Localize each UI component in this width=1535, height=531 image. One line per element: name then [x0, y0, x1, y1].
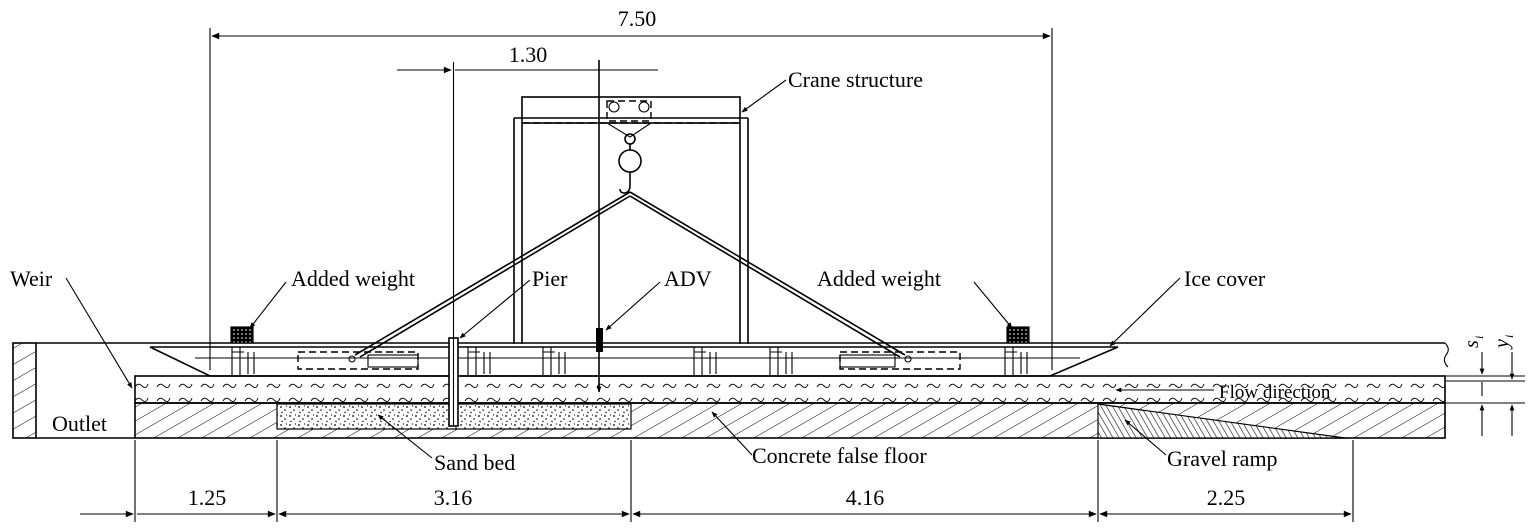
- ice-cover: [149, 346, 1119, 377]
- label-concrete-false-floor: Concrete false floor: [752, 443, 927, 468]
- flume-body: [12, 342, 1525, 439]
- dim-bottom: 1.25 3.16 4.16 2.25: [80, 440, 1354, 522]
- dim-top-span-label: 7.50: [618, 6, 657, 31]
- label-crane-structure: Crane structure: [788, 67, 923, 92]
- adv-probe: [596, 60, 603, 393]
- y-subscript: i: [1502, 335, 1516, 338]
- label-adv: ADV: [664, 266, 712, 291]
- s-subscript: i: [1472, 336, 1486, 339]
- dim-pier-offset: 1.30: [397, 42, 658, 338]
- label-sand-bed: Sand bed: [434, 450, 515, 475]
- label-flow-direction: Flow direction: [1219, 382, 1331, 403]
- dim-right-depths: s i y i: [1461, 335, 1516, 436]
- label-ice-cover: Ice cover: [1184, 266, 1266, 291]
- label-weir: Weir: [10, 266, 53, 291]
- crane-structure: [354, 96, 906, 358]
- added-weight-left-block: [230, 326, 254, 344]
- dim-top-span: 7.50: [209, 6, 1053, 370]
- s-symbol: s: [1461, 340, 1483, 348]
- label-outlet: Outlet: [52, 411, 107, 436]
- y-symbol: y: [1491, 339, 1513, 350]
- dim-pier-offset-label: 1.30: [509, 42, 548, 67]
- label-gravel-ramp: Gravel ramp: [1167, 446, 1278, 471]
- leaders: [65, 79, 1214, 459]
- weir-block: [12, 342, 37, 439]
- cover-posts: [231, 347, 1028, 375]
- pier: [448, 337, 459, 427]
- dim-ramp-label: 2.25: [1207, 485, 1246, 510]
- dim-sand-label: 3.16: [434, 485, 473, 510]
- label-added-weight-left: Added weight: [291, 266, 415, 291]
- dim-floor-label: 4.16: [846, 485, 885, 510]
- dim-outlet-label: 1.25: [188, 485, 227, 510]
- label-added-weight-right: Added weight: [817, 266, 941, 291]
- labels: Weir Outlet Added weight Pier ADV Added …: [10, 67, 1331, 475]
- added-weight-right-block: [1006, 326, 1030, 344]
- label-pier: Pier: [532, 266, 568, 291]
